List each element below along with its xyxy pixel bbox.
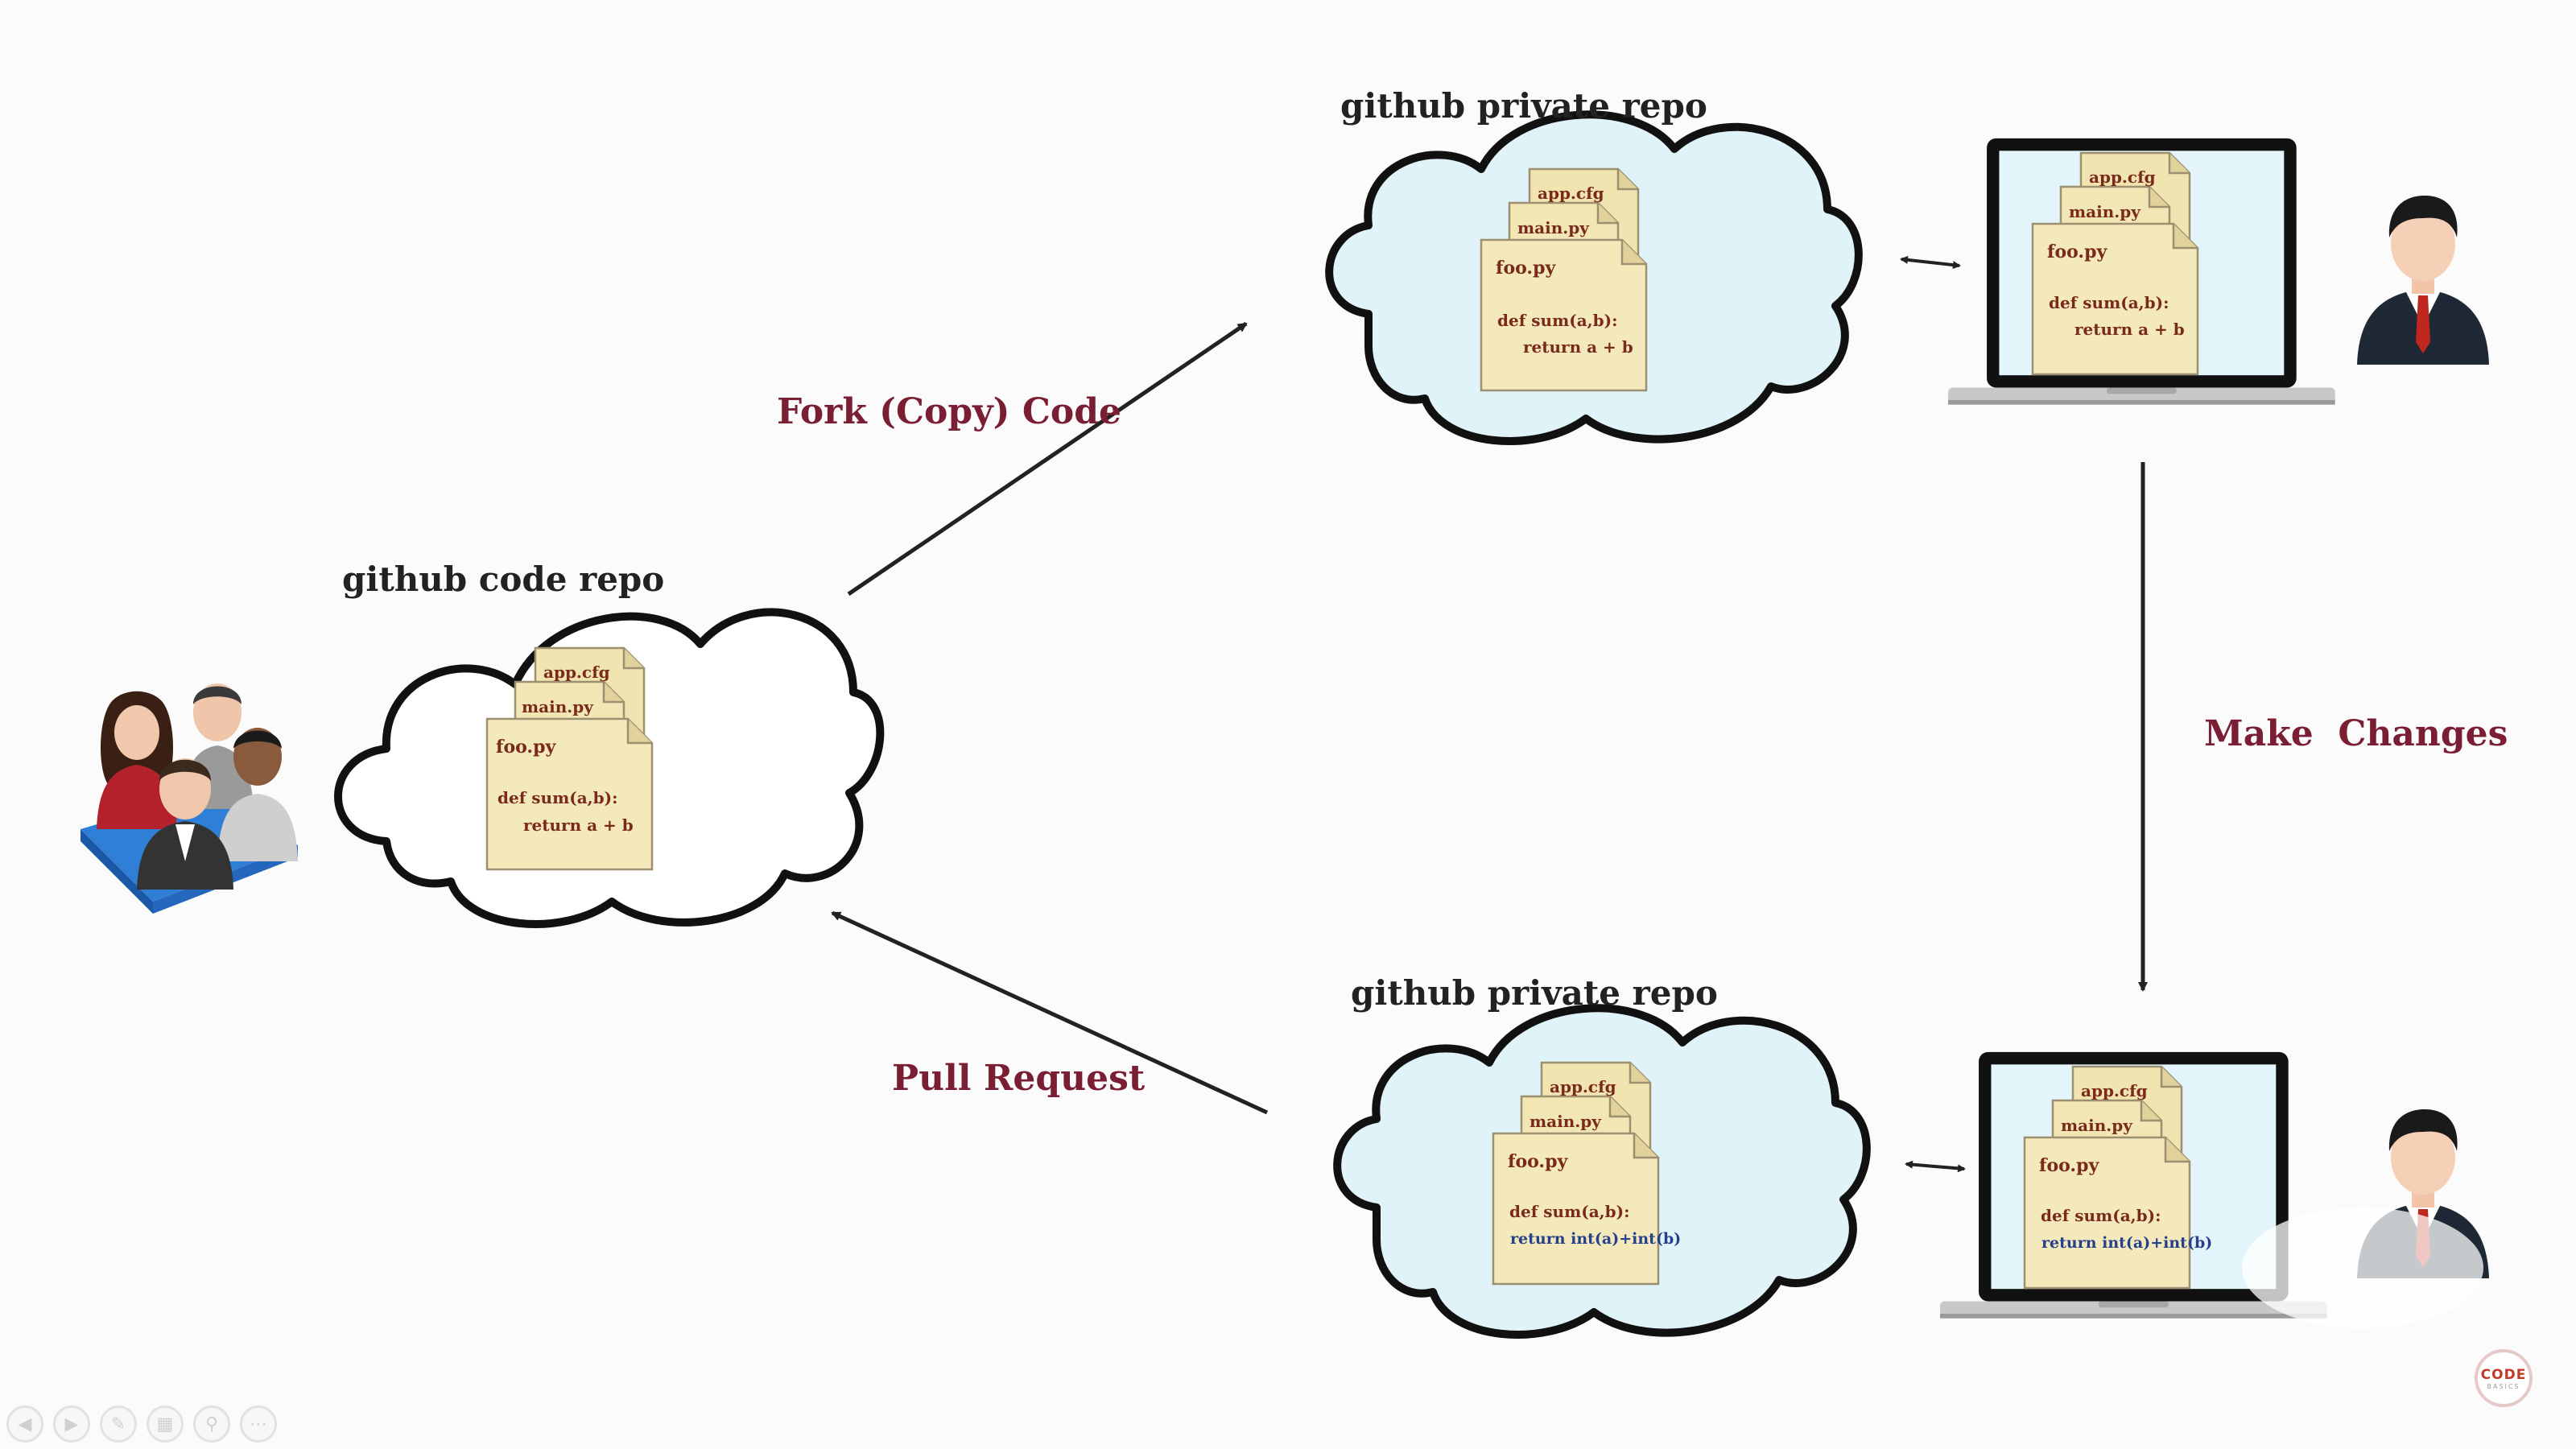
file-app-cfg: app.cfg xyxy=(543,663,610,682)
zoom-button[interactable]: ⚲ xyxy=(193,1406,230,1443)
file-main-py: main.py xyxy=(1530,1112,1602,1131)
logo-text: CODE xyxy=(2480,1366,2527,1383)
fork-label: Fork (Copy) Code xyxy=(777,391,1121,432)
private-repo-cloud-bottom: app.cfg main.py foo.py def sum(a,b): ret… xyxy=(1333,1004,1871,1339)
slide-controls: ◀ ▶ ✎ ▦ ⚲ ⋯ xyxy=(6,1406,277,1443)
more-options-button[interactable]: ⋯ xyxy=(240,1406,277,1443)
file-foo-py: foo.py xyxy=(2039,1155,2099,1176)
file-app-cfg: app.cfg xyxy=(1550,1077,1616,1096)
private-repo-top-label: github private repo xyxy=(1340,86,1707,126)
pen-tool-button[interactable]: ✎ xyxy=(100,1406,137,1443)
file-app-cfg: app.cfg xyxy=(1538,184,1604,203)
team-icon xyxy=(80,683,298,914)
fork-arrow xyxy=(847,321,1248,597)
file-main-py: main.py xyxy=(2061,1116,2133,1135)
code-line-1: def sum(a,b): xyxy=(2041,1206,2161,1225)
pull-request-arrow xyxy=(831,910,1269,1115)
file-foo-py: foo.py xyxy=(1496,258,1556,279)
private-repo-cloud-top: app.cfg main.py foo.py def sum(a,b): ret… xyxy=(1325,110,1863,445)
code-line-1: def sum(a,b): xyxy=(2049,293,2169,312)
code-line-1: def sum(a,b): xyxy=(497,788,617,807)
file-main-py: main.py xyxy=(2069,202,2141,221)
code-line-1: def sum(a,b): xyxy=(1497,311,1617,330)
next-slide-button[interactable]: ▶ xyxy=(53,1406,90,1443)
code-line-1: def sum(a,b): xyxy=(1509,1202,1629,1221)
code-line-2-changed: return int(a)+int(b) xyxy=(2041,1234,2212,1252)
code-line-2: return a + b xyxy=(1523,337,1633,357)
blur-overlay xyxy=(2242,1208,2483,1328)
file-app-cfg: app.cfg xyxy=(2089,167,2156,187)
code-line-2: return a + b xyxy=(2074,320,2185,339)
file-foo-py: foo.py xyxy=(496,737,556,758)
laptop-bottom: app.cfg main.py foo.py def sum(a,b): ret… xyxy=(1940,1051,2327,1319)
sync-arrow-top xyxy=(1900,255,1961,270)
codebasics-logo: CODE BASICS xyxy=(2475,1349,2533,1407)
logo-subtext: BASICS xyxy=(2487,1382,2520,1390)
code-line-2: return a + b xyxy=(523,815,634,835)
file-main-py: main.py xyxy=(522,697,594,716)
developer-icon-top xyxy=(2357,196,2489,365)
slides-grid-button[interactable]: ▦ xyxy=(147,1406,184,1443)
sync-arrow-bottom xyxy=(1905,1160,1966,1173)
code-line-2-changed: return int(a)+int(b) xyxy=(1510,1230,1681,1248)
file-foo-py: foo.py xyxy=(2047,242,2107,262)
file-main-py: main.py xyxy=(1517,218,1590,237)
pull-request-label: Pull Request xyxy=(892,1058,1146,1099)
code-repo-label: github code repo xyxy=(342,559,664,599)
file-app-cfg: app.cfg xyxy=(2081,1081,2148,1100)
private-repo-bottom-label: github private repo xyxy=(1351,973,1718,1013)
laptop-top: app.cfg main.py foo.py def sum(a,b): ret… xyxy=(1948,138,2335,405)
code-repo-cloud: app.cfg main.py foo.py def sum(a,b): ret… xyxy=(334,608,885,928)
make-changes-label: Make Changes xyxy=(2204,713,2508,754)
prev-slide-button[interactable]: ◀ xyxy=(6,1406,43,1443)
file-foo-py: foo.py xyxy=(1508,1151,1568,1172)
